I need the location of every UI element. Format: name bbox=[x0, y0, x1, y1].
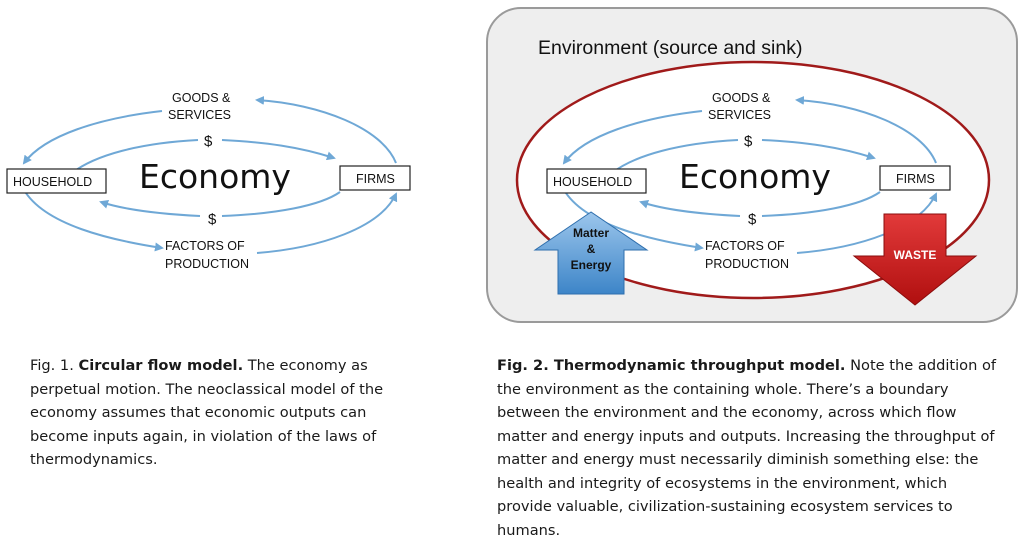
fig2-household-label: HOUSEHOLD bbox=[553, 175, 632, 189]
fig1-factors-label-line1: FACTORS OF bbox=[165, 239, 245, 253]
fig1-caption: Fig. 1. Circular flow model. The economy… bbox=[30, 354, 410, 472]
fig2-factors-label-line1: FACTORS OF bbox=[705, 239, 785, 253]
fig2-matter-label-line2: & bbox=[587, 242, 596, 256]
fig2-inner-arrow-top-left bbox=[611, 139, 739, 174]
fig1-dollar-bottom: $ bbox=[208, 211, 217, 228]
fig1-economy-label: Economy bbox=[139, 157, 291, 196]
fig2-household-box bbox=[546, 168, 647, 194]
fig1-factors-label-line2: PRODUCTION bbox=[165, 257, 249, 271]
fig1-inner-arrow-bottom-right bbox=[221, 191, 341, 217]
fig2-economy-label: Economy bbox=[679, 157, 831, 196]
fig2-inner-arrow-bottom-left bbox=[639, 199, 741, 217]
fig1-household-box bbox=[6, 168, 107, 194]
fig2-inner-arrow-top-right bbox=[761, 139, 876, 161]
fig1-inner-arrow-bottom-left bbox=[99, 199, 201, 217]
fig1-outer-arrow-bottom-right bbox=[256, 192, 398, 254]
fig1-firms-label: FIRMS bbox=[356, 172, 395, 186]
fig1-goods-label-line2: SERVICES bbox=[168, 108, 231, 122]
fig2-throughput-diagram: Environment (source and sink) GOODS & SE… bbox=[486, 7, 1018, 323]
fig2-dollar-bottom: $ bbox=[748, 211, 757, 228]
fig1-goods-label-line1: GOODS & bbox=[172, 91, 231, 105]
fig2-outer-arrow-top-left bbox=[562, 110, 703, 165]
fig2-outer-arrow-bottom-left bbox=[563, 189, 704, 252]
fig1-outer-arrow-top-right bbox=[255, 95, 397, 164]
fig2-firms-label: FIRMS bbox=[896, 172, 935, 186]
fig2-caption-title: Fig. 2. Thermodynamic throughput model. bbox=[497, 357, 846, 374]
fig1-inner-arrow-top-left bbox=[71, 139, 199, 174]
fig1-caption-body: The economy as perpetual motion. The neo… bbox=[30, 357, 384, 468]
fig2-goods-label-line2: SERVICES bbox=[708, 108, 771, 122]
fig2-waste-arrow bbox=[852, 213, 978, 306]
fig1-caption-prefix: Fig. 1. bbox=[30, 357, 79, 374]
fig2-matter-label-line1: Matter bbox=[573, 226, 609, 240]
fig2-outer-arrow-top-right bbox=[795, 95, 937, 164]
fig2-firms-box bbox=[879, 165, 951, 191]
fig1-circular-flow-diagram: GOODS & SERVICES $ Economy $ FACTORS OF … bbox=[6, 91, 411, 271]
fig2-inner-arrow-bottom-right bbox=[761, 191, 881, 217]
fig2-matter-label-line3: Energy bbox=[571, 258, 612, 272]
fig2-caption: Fig. 2. Thermodynamic throughput model. … bbox=[497, 354, 1002, 542]
fig2-factors-label-line2: PRODUCTION bbox=[705, 257, 789, 271]
fig2-dollar-top: $ bbox=[744, 133, 753, 150]
fig2-caption-body: Note the addition of the environment as … bbox=[497, 357, 997, 539]
fig1-household-label: HOUSEHOLD bbox=[13, 175, 92, 189]
fig1-outer-arrow-top-left bbox=[22, 110, 163, 165]
fig1-inner-arrow-top-right bbox=[221, 139, 336, 161]
fig2-goods-label-line1: GOODS & bbox=[712, 91, 771, 105]
fig2-matter-energy-arrow bbox=[533, 211, 649, 295]
fig1-outer-arrow-bottom-left bbox=[23, 189, 164, 252]
fig2-waste-label: WASTE bbox=[894, 248, 937, 262]
fig1-firms-box bbox=[339, 165, 411, 191]
fig1-dollar-top: $ bbox=[204, 133, 213, 150]
fig1-caption-title: Circular flow model. bbox=[78, 357, 244, 374]
fig2-environment-title: Environment (source and sink) bbox=[538, 37, 802, 59]
